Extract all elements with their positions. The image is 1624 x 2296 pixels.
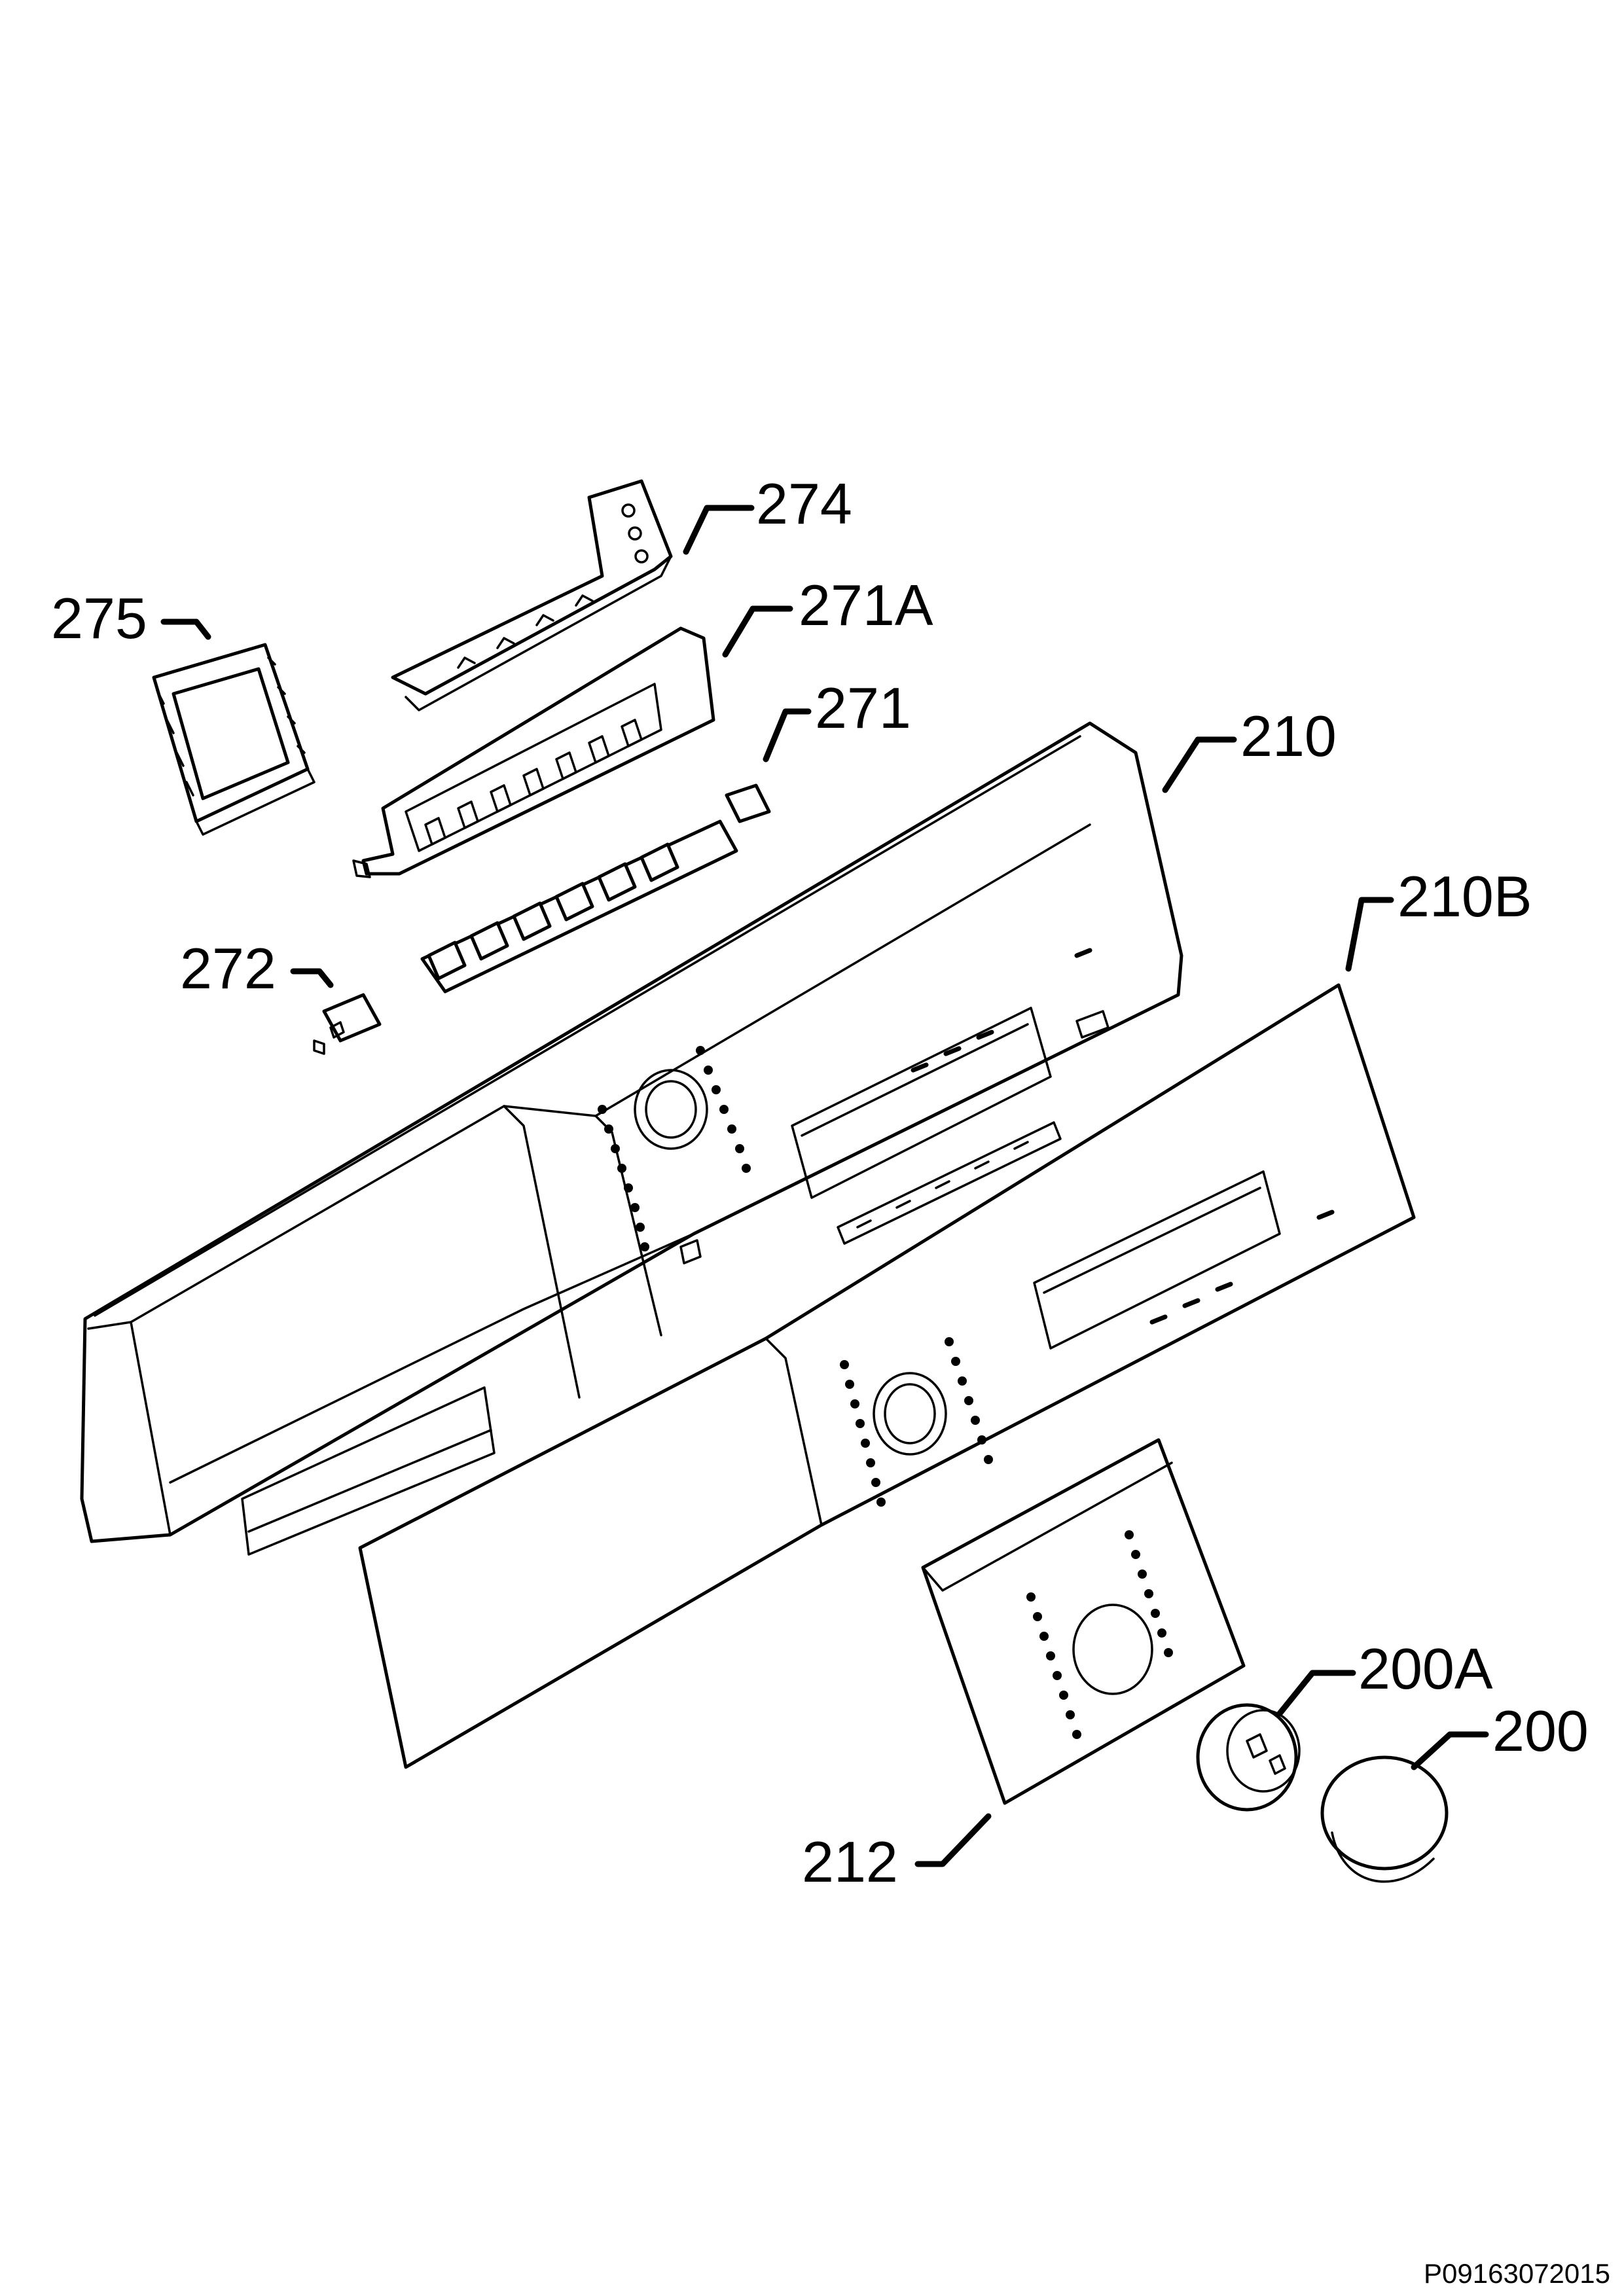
callout-212: 212: [802, 1829, 898, 1894]
callout-274: 274: [756, 471, 852, 536]
part-274-bracket: [391, 479, 673, 711]
part-210-control-panel: [80, 721, 1183, 1556]
callout-271A: 271A: [799, 573, 933, 637]
part-210B-front-overlay: [358, 983, 1416, 1769]
part-271A-electronic-board: [352, 626, 715, 878]
leader-lines: [160, 505, 1489, 1867]
part-212-selector-plate: [921, 1438, 1246, 1805]
part-275-display-frame: [152, 643, 316, 836]
callout-210B: 210B: [1398, 864, 1532, 929]
callout-200: 200: [1492, 1698, 1589, 1763]
part-272-button: [313, 993, 382, 1055]
callout-210: 210: [1240, 704, 1337, 768]
callout-271: 271: [815, 675, 911, 740]
callout-labels: 274 275 271A 271 210 210B 272 200A 200 2…: [51, 471, 1589, 1894]
panel-212-indicator-dots: [1026, 1530, 1173, 1739]
panel-210-indicator-dots: [598, 1046, 751, 1251]
panel-210B-indicator-dots: [840, 1337, 993, 1507]
callout-200A: 200A: [1358, 1636, 1493, 1701]
part-271-button-strip: [420, 783, 771, 994]
part-200A-knob-insert: [1196, 1703, 1301, 1812]
part-200-knob-cap: [1320, 1755, 1449, 1883]
callout-275: 275: [51, 586, 147, 651]
callout-272: 272: [180, 936, 276, 1001]
reference-code: P09163072015: [1424, 2258, 1610, 2289]
